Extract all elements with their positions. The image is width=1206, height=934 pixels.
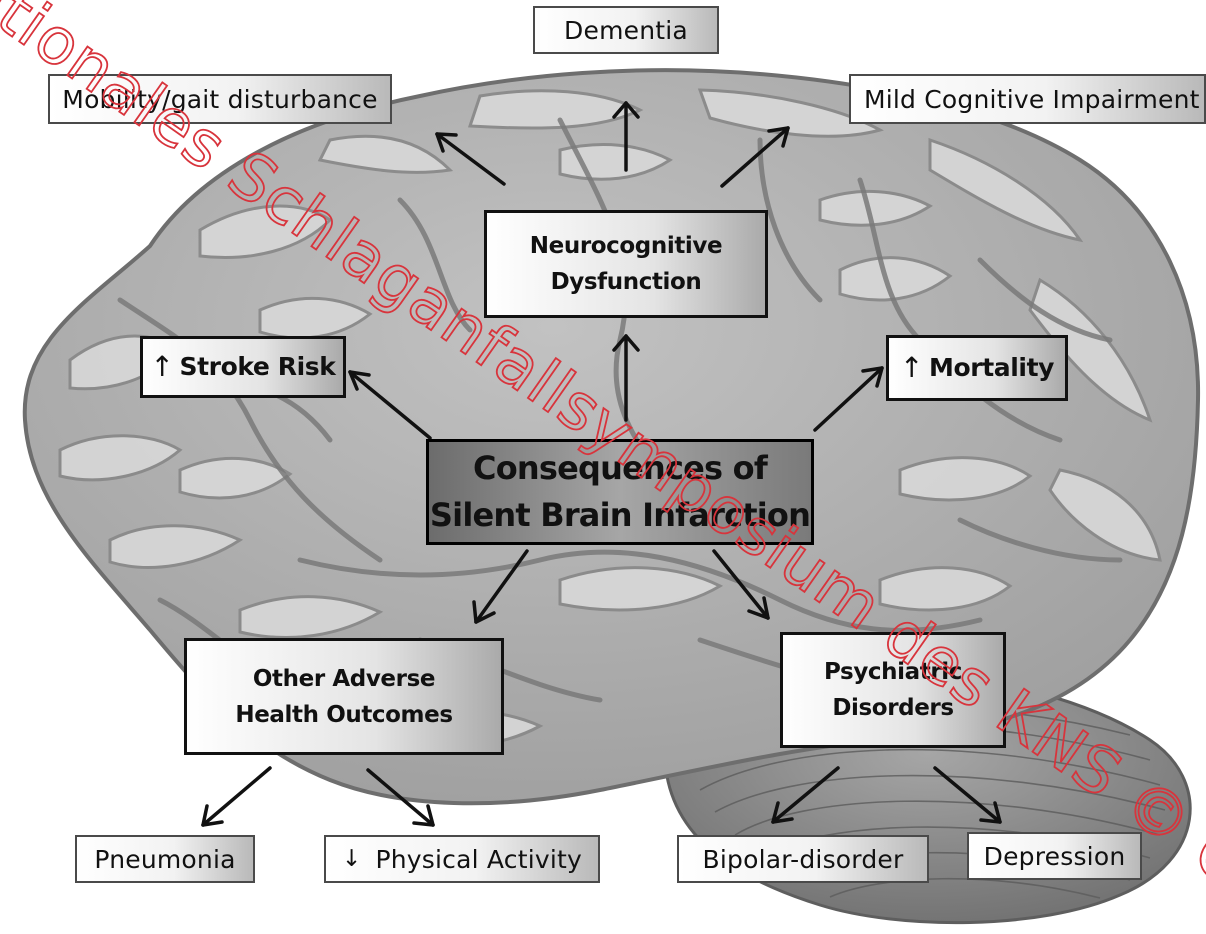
center-box: Consequences of Silent Brain Infarction xyxy=(426,439,814,545)
other-adverse-line2: Health Outcomes xyxy=(235,701,453,728)
neurocognitive-line2: Dysfunction xyxy=(550,269,702,295)
neurocognitive-line1: Neurocognitive xyxy=(529,233,723,259)
dementia-box: Dementia xyxy=(533,6,719,54)
other-adverse-line1: Other Adverse xyxy=(252,665,436,692)
depression-box: Depression xyxy=(967,832,1142,880)
mobility-label: Mobility/gait disturbance xyxy=(62,84,378,114)
bipolar-label: Bipolar-disorder xyxy=(702,844,904,874)
mortality-label: Mortality xyxy=(929,353,1055,382)
up-arrow-icon: ↑ xyxy=(150,350,174,383)
cerebrum xyxy=(22,68,1201,806)
physical-activity-box: ↓ Physical Activity xyxy=(324,835,600,883)
mortality-box: ↑ Mortality xyxy=(886,335,1068,401)
psychiatric-line2: Disorders xyxy=(832,695,954,721)
neurocognitive-box: Neurocognitive Dysfunction xyxy=(484,210,768,318)
stroke-risk-label: Stroke Risk xyxy=(179,352,336,381)
down-arrow-icon: ↓ xyxy=(341,846,362,872)
center-line1: Consequences of xyxy=(473,449,768,487)
psychiatric-line1: Psychiatric xyxy=(823,659,962,685)
mci-label: Mild Cognitive Impairment xyxy=(864,84,1200,114)
pneumonia-label: Pneumonia xyxy=(94,844,236,874)
physical-activity-label: Physical Activity xyxy=(375,844,583,874)
pneumonia-box: Pneumonia xyxy=(75,835,255,883)
bipolar-box: Bipolar-disorder xyxy=(677,835,929,883)
mci-box: Mild Cognitive Impairment xyxy=(849,74,1206,124)
depression-label: Depression xyxy=(983,841,1126,871)
dementia-label: Dementia xyxy=(564,15,688,45)
stroke-risk-box: ↑ Stroke Risk xyxy=(140,336,346,398)
mobility-box: Mobility/gait disturbance xyxy=(48,74,392,124)
other-adverse-box: Other Adverse Health Outcomes xyxy=(184,638,504,755)
up-arrow-icon: ↑ xyxy=(899,351,924,384)
psychiatric-box: Psychiatric Disorders xyxy=(780,632,1006,748)
center-line2: Silent Brain Infarction xyxy=(429,496,811,534)
